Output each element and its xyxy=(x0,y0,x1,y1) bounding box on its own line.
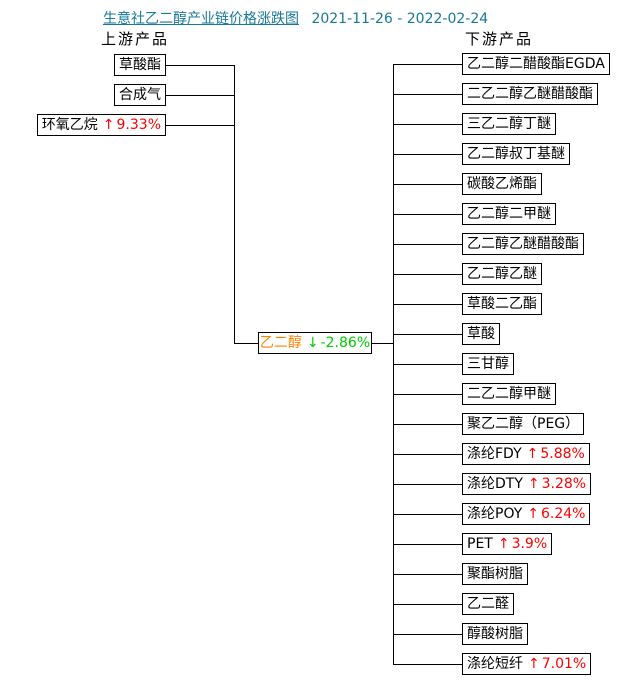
chart-title: 生意社乙二醇产业链价格涨跌图 2021-11-26 - 2022-02-24 xyxy=(103,8,488,28)
up-arrow-icon: ↑ xyxy=(102,117,115,133)
product-node-upstream-2[interactable]: 环氧乙烷↑9.33% xyxy=(36,114,166,136)
product-label: 涤纶短纤 xyxy=(467,656,523,672)
connector-line xyxy=(393,394,462,395)
connector-line xyxy=(393,214,462,215)
connector-line xyxy=(393,304,462,305)
product-label: 乙二醇乙醚 xyxy=(467,266,537,282)
product-node-downstream-19[interactable]: 醇酸树脂 xyxy=(462,623,528,645)
connector-line xyxy=(393,124,462,125)
connector-line xyxy=(393,64,462,65)
connector-line xyxy=(393,574,462,575)
connector-line xyxy=(234,343,258,344)
product-node-downstream-15[interactable]: 涤纶POY↑6.24% xyxy=(462,503,591,525)
up-arrow-icon: ↑ xyxy=(526,446,539,462)
connector-line xyxy=(166,125,234,126)
product-label: 涤纶POY xyxy=(467,506,523,522)
connector-line xyxy=(393,244,462,245)
connector-line xyxy=(393,484,462,485)
product-node-downstream-0[interactable]: 乙二醇二醋酸酯EGDA xyxy=(462,53,610,75)
chart-title-link[interactable]: 生意社乙二醇产业链价格涨跌图 xyxy=(103,11,299,27)
connector-line xyxy=(393,514,462,515)
product-node-downstream-6[interactable]: 乙二醇乙醚醋酸酯 xyxy=(462,233,584,255)
connector-line xyxy=(393,94,462,95)
product-node-downstream-1[interactable]: 二乙二醇乙醚醋酸酯 xyxy=(462,83,598,105)
product-node-downstream-3[interactable]: 乙二醇叔丁基醚 xyxy=(462,143,570,165)
product-node-center[interactable]: 乙二醇↓-2.86% xyxy=(258,332,372,354)
product-label: 乙二醇二甲醚 xyxy=(467,206,551,222)
connector-line xyxy=(393,184,462,185)
down-arrow-icon: ↓ xyxy=(306,335,319,351)
change-percent: 3.9% xyxy=(511,536,548,552)
upstream-header: 上游产品 xyxy=(101,30,170,48)
product-label: 三甘醇 xyxy=(467,356,509,372)
connector-line xyxy=(393,364,462,365)
up-arrow-icon: ↑ xyxy=(527,476,540,492)
change-percent: 9.33% xyxy=(116,117,161,133)
product-label: 乙二醇叔丁基醚 xyxy=(467,146,565,162)
connector-line xyxy=(166,95,234,96)
product-node-downstream-9[interactable]: 草酸 xyxy=(462,323,500,345)
product-node-downstream-17[interactable]: 聚酯树脂 xyxy=(462,563,528,585)
product-label: 合成气 xyxy=(119,87,161,103)
product-node-downstream-11[interactable]: 二乙二醇甲醚 xyxy=(462,383,556,405)
connector-line xyxy=(372,343,393,344)
change-percent: 3.28% xyxy=(541,476,587,492)
product-label: 三乙二醇丁醚 xyxy=(467,116,551,132)
connector-line xyxy=(393,334,462,335)
product-label: 醇酸树脂 xyxy=(467,626,523,642)
product-node-upstream-1[interactable]: 合成气 xyxy=(114,84,166,106)
product-label: 乙二醇二醋酸酯EGDA xyxy=(467,56,605,72)
connector-line xyxy=(393,154,462,155)
downstream-header: 下游产品 xyxy=(465,30,534,48)
up-arrow-icon: ↑ xyxy=(527,506,539,522)
connector-line xyxy=(234,65,235,343)
product-node-downstream-5[interactable]: 乙二醇二甲醚 xyxy=(462,203,556,225)
product-node-downstream-4[interactable]: 碳酸乙烯酯 xyxy=(462,173,542,195)
connector-line xyxy=(393,604,462,605)
up-arrow-icon: ↑ xyxy=(528,656,540,672)
product-node-downstream-10[interactable]: 三甘醇 xyxy=(462,353,514,375)
connector-line xyxy=(166,65,234,66)
product-label: 乙二醇 xyxy=(259,335,302,351)
product-node-downstream-8[interactable]: 草酸二乙酯 xyxy=(462,293,542,315)
product-label: 聚乙二醇（PEG） xyxy=(467,416,580,432)
product-node-upstream-0[interactable]: 草酸酯 xyxy=(114,54,166,76)
product-node-downstream-16[interactable]: PET↑3.9% xyxy=(462,533,553,555)
product-node-downstream-14[interactable]: 涤纶DTY↑3.28% xyxy=(462,473,592,495)
change-percent: -2.86% xyxy=(320,335,371,351)
product-label: 涤纶DTY xyxy=(467,476,523,492)
product-label: PET xyxy=(467,536,493,552)
product-node-downstream-12[interactable]: 聚乙二醇（PEG） xyxy=(462,413,585,435)
product-node-downstream-7[interactable]: 乙二醇乙醚 xyxy=(462,263,542,285)
date-range: 2021-11-26 - 2022-02-24 xyxy=(311,11,489,27)
product-label: 碳酸乙烯酯 xyxy=(467,176,537,192)
product-label: 二乙二醇乙醚醋酸酯 xyxy=(467,86,593,102)
connector-line xyxy=(393,664,462,665)
product-label: 乙二醇乙醚醋酸酯 xyxy=(467,236,579,252)
change-percent: 6.24% xyxy=(540,506,586,522)
connector-line xyxy=(393,544,462,545)
product-node-downstream-18[interactable]: 乙二醛 xyxy=(462,593,514,615)
product-label: 草酸酯 xyxy=(119,57,161,73)
product-node-downstream-2[interactable]: 三乙二醇丁醚 xyxy=(462,113,556,135)
connector-line xyxy=(393,274,462,275)
product-node-downstream-13[interactable]: 涤纶FDY↑5.88% xyxy=(462,443,590,465)
product-label: 环氧乙烷 xyxy=(41,117,98,133)
product-label: 草酸二乙酯 xyxy=(467,296,537,312)
up-arrow-icon: ↑ xyxy=(497,536,510,552)
connector-line xyxy=(393,634,462,635)
product-label: 聚酯树脂 xyxy=(467,566,523,582)
change-percent: 5.88% xyxy=(540,446,585,462)
product-node-downstream-20[interactable]: 涤纶短纤 ↑7.01% xyxy=(462,653,592,675)
connector-line xyxy=(393,424,462,425)
product-label: 乙二醛 xyxy=(467,596,509,612)
product-label: 涤纶FDY xyxy=(467,446,522,462)
connector-line xyxy=(393,454,462,455)
product-label: 草酸 xyxy=(467,326,495,342)
change-percent: 7.01% xyxy=(541,656,587,672)
product-label: 二乙二醇甲醚 xyxy=(467,386,551,402)
